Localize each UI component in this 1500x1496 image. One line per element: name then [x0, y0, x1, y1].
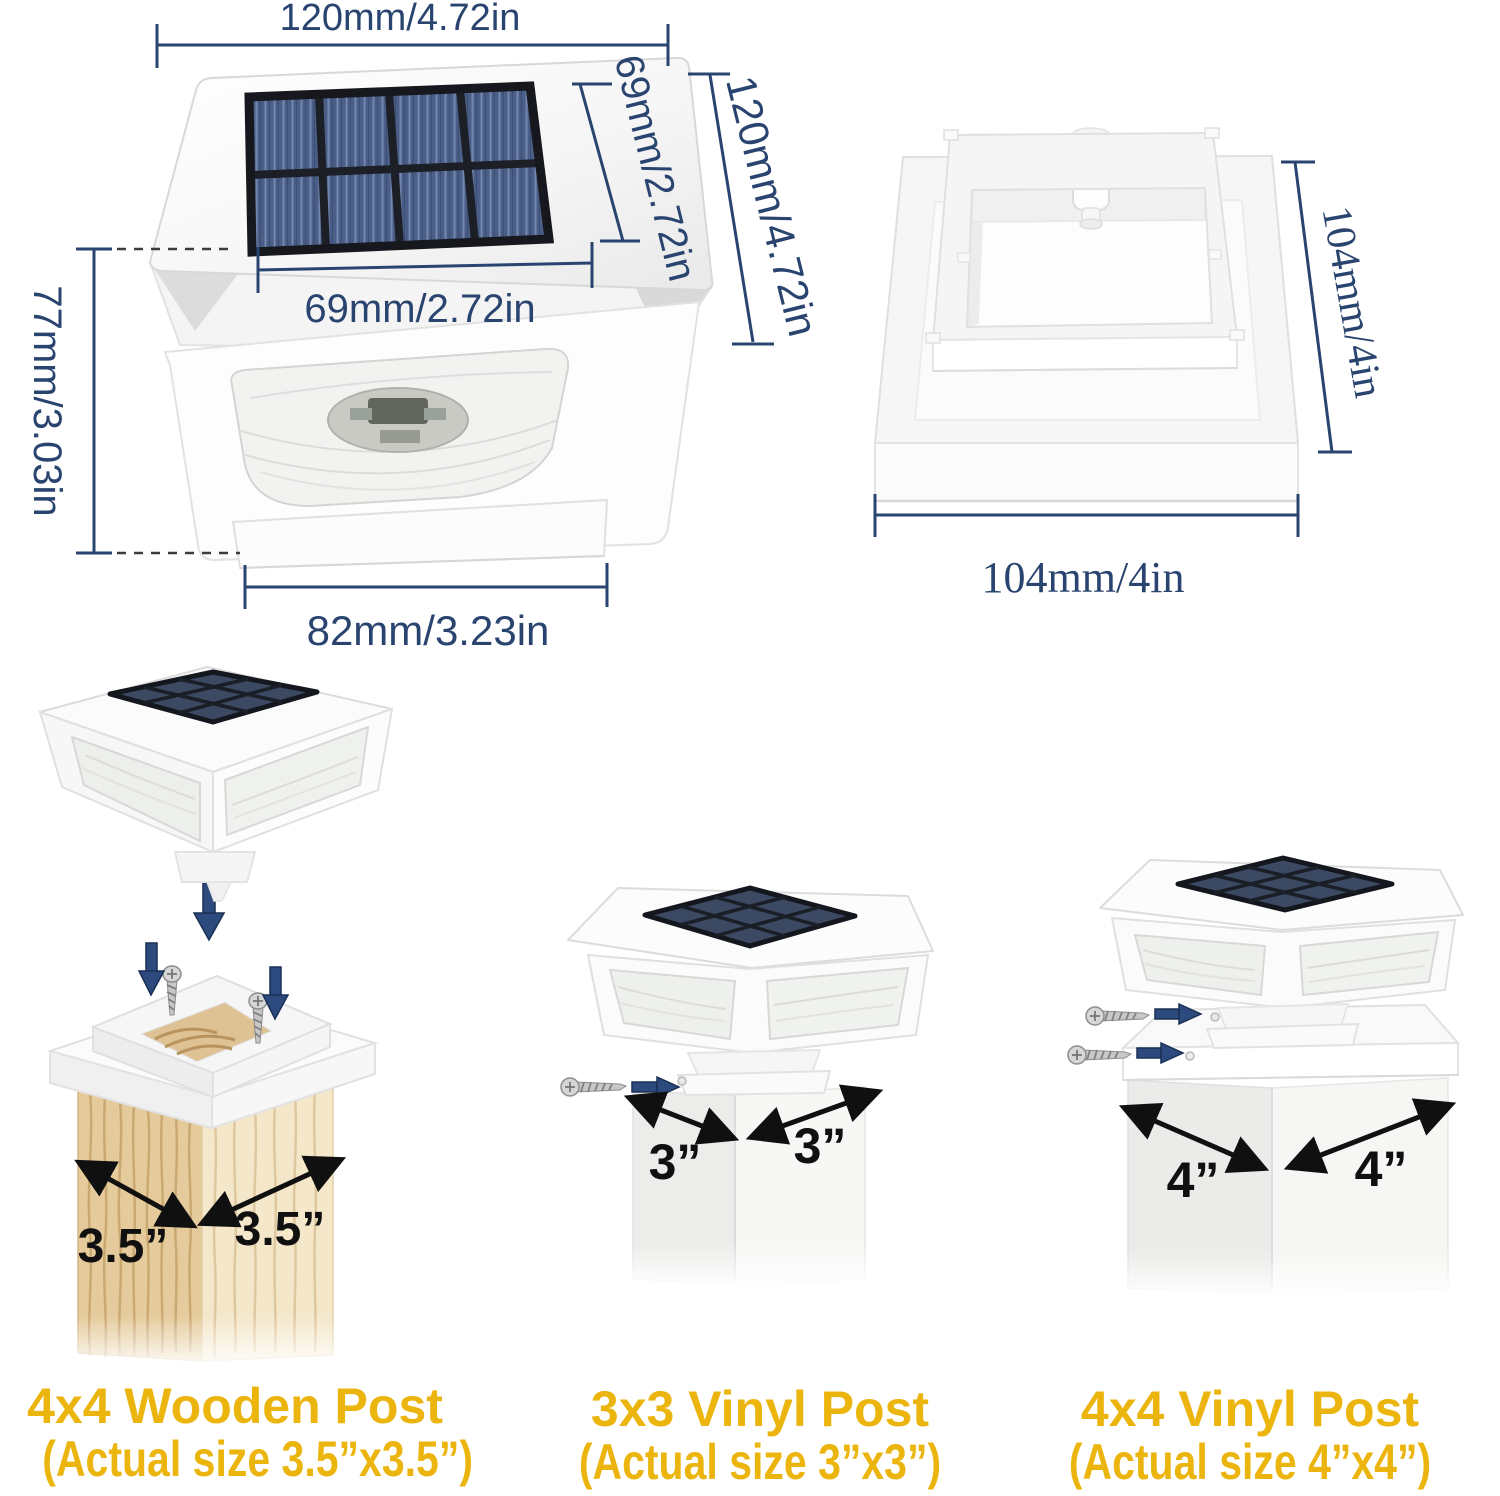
dim-post-right: 3”: [794, 1118, 847, 1174]
vinyl3-install-figure: 3” 3”: [560, 885, 934, 1288]
dim-post-right: 4”: [1355, 1141, 1408, 1197]
screw: [162, 965, 182, 1016]
post-label-subtitle: (Actual size 4”x4”): [1068, 1434, 1432, 1490]
dim-post-left: 3”: [649, 1134, 702, 1190]
mounting-bracket: [90, 974, 333, 1099]
solar-panel-small: [107, 669, 320, 725]
right-arrow-icon: [1136, 1041, 1185, 1065]
post-size-dimensions: 3.5” 3.5”: [74, 1155, 347, 1273]
collar-front: [932, 335, 1238, 373]
down-arrow-icon: [261, 966, 290, 1021]
solar-panel-small: [1175, 855, 1395, 913]
down-arrow-icon: [137, 942, 166, 997]
dim-base-side: 104mm/4in: [1313, 203, 1392, 402]
post-size-dimensions: 4” 4”: [1118, 1098, 1457, 1208]
vinyl3-post-label: 3x3 Vinyl Post (Actual size 3”x3”): [530, 1383, 990, 1489]
screw-hole: [1185, 1051, 1195, 1061]
vinyl4-install-figure: 4” 4”: [1067, 855, 1464, 1298]
post-label-subtitle: (Actual size 3.5”x3.5”): [42, 1431, 473, 1487]
base-plate-front: [874, 442, 1299, 502]
cap-light-dimension-figure: 120mm/4.72in 69mm/2.72in 69mm/2.72in 120…: [25, 0, 827, 654]
mount-base-product: [873, 127, 1300, 503]
wooden-post-label: 4x4 Wooden Post (Actual size 3.5”x3.5”): [0, 1378, 473, 1487]
solar-panel-small: [642, 885, 858, 949]
dim-side: 120mm/4.72in: [717, 71, 827, 341]
cap-skirt-left-facet: [150, 262, 244, 331]
dim-post-left: 4”: [1167, 1152, 1220, 1208]
solar-panel: [244, 81, 555, 257]
right-arrow-icon: [1154, 1002, 1203, 1026]
dim-post-left: 3.5”: [78, 1220, 169, 1273]
screw-hole: [1210, 1012, 1220, 1022]
post-size-dimensions: 3” 3”: [623, 1084, 884, 1190]
post-label-subtitle: (Actual size 3”x3”): [578, 1434, 942, 1490]
cap-light-small: [1099, 855, 1464, 1050]
cap-light-small: [38, 666, 394, 902]
dim-panel-width: 69mm/2.72in: [304, 287, 535, 331]
dim-height: 77mm/3.03in: [25, 285, 69, 516]
mount-base-dimension-figure: 104mm/4in 104mm/4in: [873, 127, 1392, 602]
dim-base-width: 82mm/3.23in: [307, 607, 550, 654]
screw: [1085, 1006, 1151, 1026]
screw: [1067, 1045, 1133, 1065]
dim-base-width: 104mm/4in: [982, 553, 1185, 602]
dim-top-width: 120mm/4.72in: [280, 0, 521, 39]
bracket-hole-wood: [143, 1003, 270, 1061]
post-label-title: 4x4 Wooden Post: [27, 1378, 443, 1434]
screw: [560, 1077, 628, 1097]
collar-hole: [967, 188, 1212, 327]
vinyl4-post-label: 4x4 Vinyl Post (Actual size 4”x4”): [1000, 1383, 1500, 1489]
screw: [248, 992, 268, 1044]
assembly-arrows-down: [137, 882, 290, 1021]
wooden-post-install-figure: 3.5” 3.5”: [38, 666, 394, 1370]
screw-hole: [677, 1076, 687, 1086]
lamp-lens: [230, 347, 570, 508]
post-label-title: 3x3 Vinyl Post: [590, 1381, 930, 1437]
dim-post-right: 3.5”: [235, 1203, 326, 1256]
post-label-title: 4x4 Vinyl Post: [1080, 1381, 1420, 1437]
cap-light-product: [148, 56, 714, 570]
cap-light-small: [567, 885, 934, 1097]
